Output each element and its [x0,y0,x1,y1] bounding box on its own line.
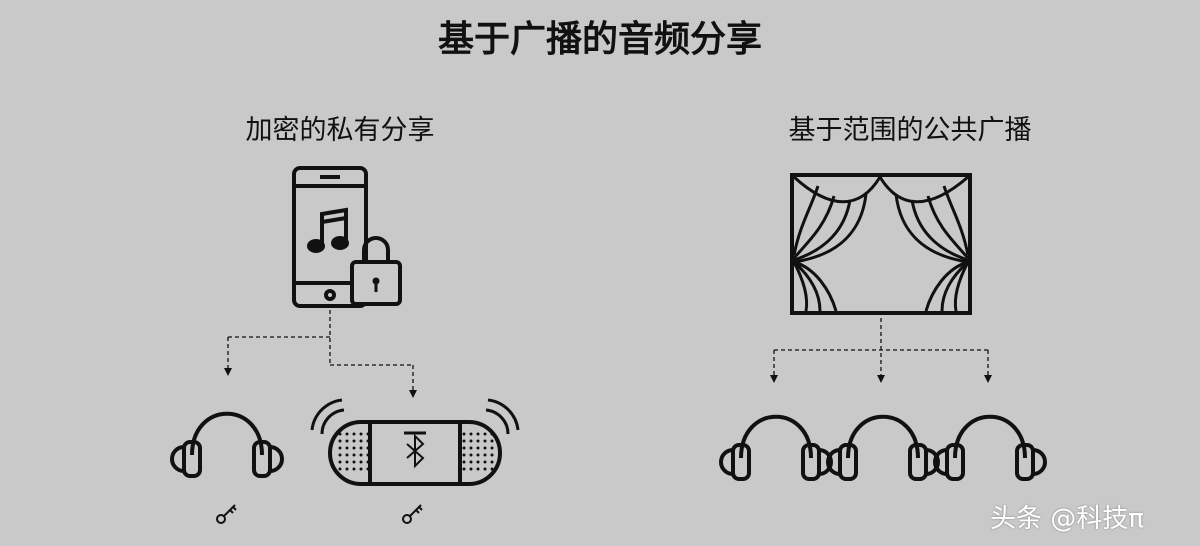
grille-dot [483,460,487,464]
grille-dot [476,446,480,450]
grille-dot [366,453,370,457]
smartphone-music-lock-icon [292,166,402,308]
key-icon [216,504,237,524]
grille-dot [469,453,473,457]
arrowhead [877,375,885,383]
grille-dot [483,432,487,436]
stage-curtain-icon [790,173,972,315]
left-connectors [227,310,414,390]
page-title: 基于广播的音频分享 [437,19,762,60]
grille-dot [469,467,473,471]
grille-dot [469,432,473,436]
grille-dot [352,439,356,443]
headphones-icon [826,414,940,481]
left-panel-heading: 加密的私有分享 [245,115,435,146]
grille-dot [476,453,480,457]
grille-dot [476,432,480,436]
grille-dot [359,439,363,443]
grille-dot [462,446,466,450]
grille-dot [469,446,473,450]
grille-dot [345,460,349,464]
grille-dot [359,446,363,450]
grille-dot [359,453,363,457]
grille-dot [338,460,342,464]
arrowhead [224,368,232,376]
grille-dot [490,439,494,443]
headphones-icon [170,411,284,478]
grille-dot [338,467,342,471]
grille-dot [366,439,370,443]
grille-dot [352,446,356,450]
right-connectors [773,318,989,375]
speaker-grille-dots [338,432,494,471]
right-panel-heading: 基于范围的公共广播 [788,115,1032,146]
grille-dot [352,467,356,471]
grille-dot [490,453,494,457]
grille-dot [490,460,494,464]
grille-dot [483,467,487,471]
grille-dot [366,432,370,436]
grille-dot [462,453,466,457]
grille-dot [462,467,466,471]
grille-dot [345,439,349,443]
grille-dot [483,446,487,450]
grille-dot [366,446,370,450]
grille-dot [462,432,466,436]
bluetooth-speaker-icon [310,398,520,486]
grille-dot [338,432,342,436]
grille-dot [359,467,363,471]
grille-dot [359,460,363,464]
grille-dot [338,439,342,443]
grille-dot [462,439,466,443]
grille-dot [469,439,473,443]
arrowhead [409,390,417,398]
grille-dot [366,460,370,464]
grille-dot [345,467,349,471]
grille-dot [352,460,356,464]
arrowhead [770,375,778,383]
arrowhead [984,375,992,383]
grille-dot [483,439,487,443]
grille-dot [462,460,466,464]
grille-dot [476,439,480,443]
key-icon [402,504,423,524]
grille-dot [345,453,349,457]
headphones-icon [933,414,1047,481]
grille-dot [469,460,473,464]
watermark: 头条 @科技π [990,504,1144,534]
grille-dot [338,446,342,450]
grille-dot [476,460,480,464]
grille-dot [476,467,480,471]
grille-dot [490,432,494,436]
grille-dot [483,453,487,457]
grille-dot [366,467,370,471]
grille-dot [490,446,494,450]
grille-dot [490,467,494,471]
grille-dot [352,453,356,457]
grille-dot [352,432,356,436]
headphones-icon [719,414,833,481]
grille-dot [345,446,349,450]
grille-dot [338,453,342,457]
grille-dot [345,432,349,436]
grille-dot [359,432,363,436]
